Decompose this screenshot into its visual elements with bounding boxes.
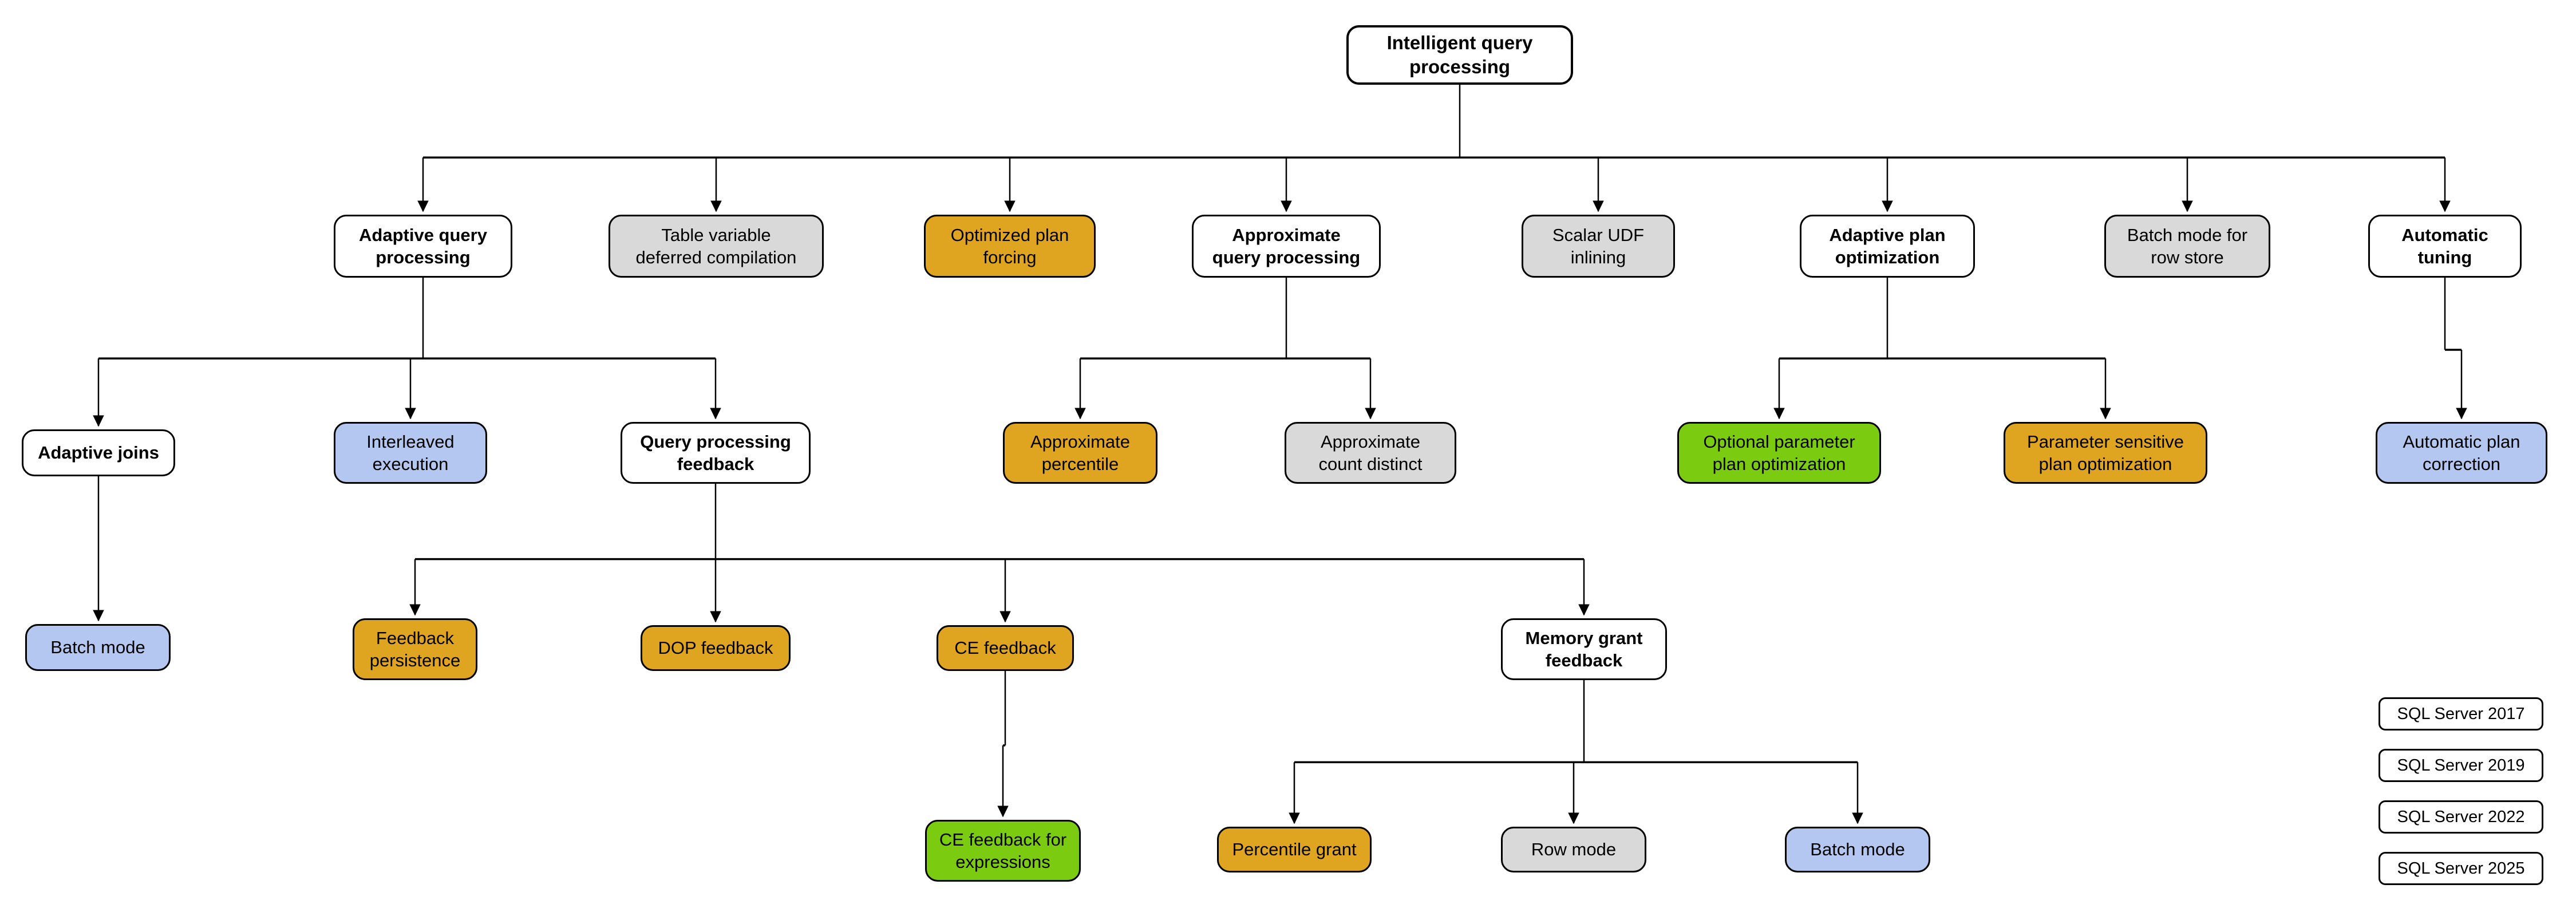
node-opf[interactable]: Optimized plan forcing xyxy=(924,215,1096,278)
node-label: Approximate percentile xyxy=(1030,431,1131,474)
node-label: Parameter sensitive plan optimization xyxy=(2027,431,2184,474)
node-label: Intelligent query processing xyxy=(1386,32,1533,77)
node-label: Query processing feedback xyxy=(640,431,791,474)
node-label: Optimized plan forcing xyxy=(950,224,1069,267)
node-label: Batch mode xyxy=(50,637,145,658)
node-apo[interactable]: Adaptive plan optimization xyxy=(1800,215,1975,278)
node-tvdc[interactable]: Table variable deferred compilation xyxy=(609,215,824,278)
legend-item-sql-server-2022: SQL Server 2022 xyxy=(2379,800,2543,834)
legend-label: SQL Server 2025 xyxy=(2397,859,2525,878)
node-autotune[interactable]: Automatic tuning xyxy=(2368,215,2522,278)
node-apc[interactable]: Automatic plan correction xyxy=(2376,422,2547,484)
node-label: Batch mode xyxy=(1810,839,1905,860)
node-label: CE feedback for expressions xyxy=(939,829,1067,872)
node-label: Row mode xyxy=(1531,839,1617,860)
node-pspo[interactable]: Parameter sensitive plan optimization xyxy=(2004,422,2207,484)
node-label: Percentile grant xyxy=(1232,839,1357,860)
node-label: Adaptive joins xyxy=(38,443,159,463)
node-cefeedback[interactable]: CE feedback xyxy=(937,625,1074,671)
node-udf[interactable]: Scalar UDF inlining xyxy=(1522,215,1675,278)
legend-item-sql-server-2019: SQL Server 2019 xyxy=(2379,749,2543,782)
node-mgf[interactable]: Memory grant feedback xyxy=(1501,618,1667,680)
node-label: Automatic plan correction xyxy=(2403,431,2520,474)
node-bmrs[interactable]: Batch mode for row store xyxy=(2104,215,2270,278)
node-label: Adaptive plan optimization xyxy=(1829,224,1946,267)
node-label: Scalar UDF inlining xyxy=(1552,224,1645,267)
node-batchmode1[interactable]: Batch mode xyxy=(25,624,171,671)
node-apq[interactable]: Approximate query processing xyxy=(1192,215,1381,278)
legend-label: SQL Server 2022 xyxy=(2397,807,2525,826)
node-rowmode[interactable]: Row mode xyxy=(1501,827,1646,872)
legend-label: SQL Server 2019 xyxy=(2397,756,2525,775)
node-label: Automatic tuning xyxy=(2401,224,2488,267)
node-approxpct[interactable]: Approximate percentile xyxy=(1003,422,1157,484)
node-adaptivejoins[interactable]: Adaptive joins xyxy=(22,429,175,476)
node-label: CE feedback xyxy=(954,638,1056,658)
node-root[interactable]: Intelligent query processing xyxy=(1346,25,1573,85)
node-feedbackpers[interactable]: Feedback persistence xyxy=(353,618,477,680)
node-label: DOP feedback xyxy=(658,638,773,658)
node-label: Feedback persistence xyxy=(369,627,461,670)
legend-item-sql-server-2017: SQL Server 2017 xyxy=(2379,697,2543,731)
node-percentilegrant[interactable]: Percentile grant xyxy=(1217,827,1372,872)
node-dopfeedback[interactable]: DOP feedback xyxy=(641,625,791,671)
node-cefeedbackexpr[interactable]: CE feedback for expressions xyxy=(925,820,1081,882)
legend-label: SQL Server 2017 xyxy=(2397,704,2525,723)
node-qpf[interactable]: Query processing feedback xyxy=(621,422,811,484)
node-label: Optional parameter plan optimization xyxy=(1703,431,1855,474)
node-label: Memory grant feedback xyxy=(1525,627,1643,670)
node-batchmode2[interactable]: Batch mode xyxy=(1785,827,1930,872)
node-label: Table variable deferred compilation xyxy=(635,224,797,267)
node-label: Batch mode for row store xyxy=(2127,224,2248,267)
legend-item-sql-server-2025: SQL Server 2025 xyxy=(2379,852,2543,885)
node-oppo[interactable]: Optional parameter plan optimization xyxy=(1677,422,1881,484)
node-label: Approximate query processing xyxy=(1212,224,1361,267)
node-interleaved[interactable]: Interleaved execution xyxy=(334,422,487,484)
node-approxcd[interactable]: Approximate count distinct xyxy=(1285,422,1456,484)
node-aqp[interactable]: Adaptive query processing xyxy=(334,215,512,278)
node-label: Approximate count distinct xyxy=(1318,431,1423,474)
node-label: Interleaved execution xyxy=(366,431,455,474)
node-label: Adaptive query processing xyxy=(359,224,487,267)
